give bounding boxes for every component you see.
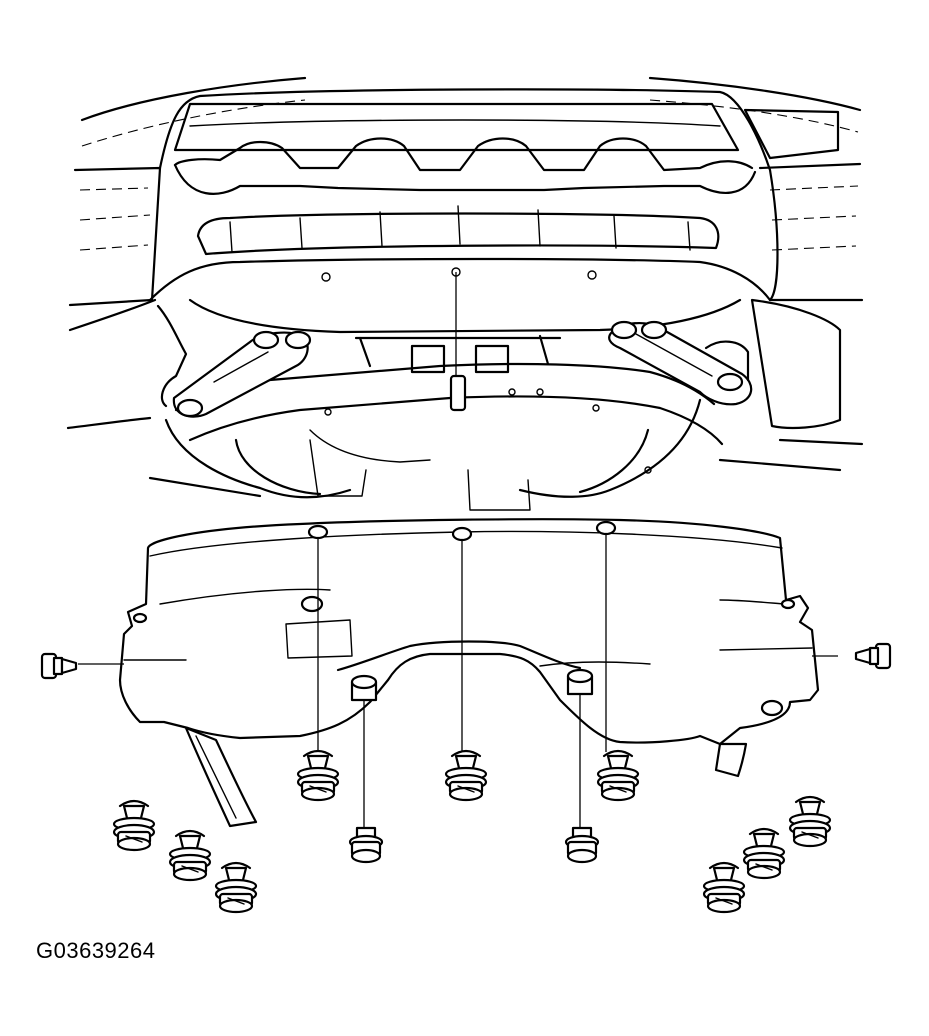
push-clip-fastener-icon (596, 749, 640, 802)
push-clip-fastener-icon (296, 749, 340, 802)
push-clip-fastener-icon (788, 795, 832, 848)
bolt-icon (564, 826, 600, 864)
push-clip-fastener-icon (112, 799, 156, 852)
figure-id: G03639264 (36, 938, 156, 963)
push-clip-fastener-icon (40, 652, 78, 680)
push-clip-fastener-icon (168, 829, 212, 882)
push-clip-fastener-icon (702, 861, 746, 914)
engine-under-cover (118, 518, 820, 828)
push-clip-fastener-icon (854, 642, 892, 670)
push-clip-fastener-icon (444, 749, 488, 802)
push-clip-fastener-icon (742, 827, 786, 880)
bolt-icon (348, 826, 384, 864)
vehicle-underbody (66, 76, 864, 511)
push-clip-fastener-icon (214, 861, 258, 914)
leader-lines (78, 272, 838, 830)
